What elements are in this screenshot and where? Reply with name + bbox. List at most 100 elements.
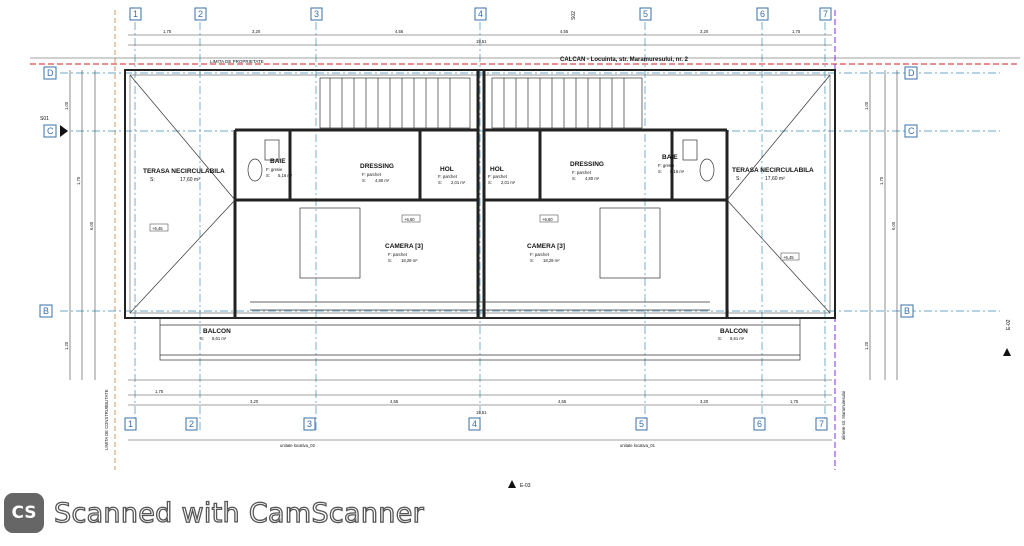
svg-text:1,75: 1,75 [790, 399, 799, 404]
grid-bubbles-top: 1 2 3 4 5 6 7 [129, 7, 832, 21]
side-dimension-texts: 1,00 1,75 6,00 1,20 1,00 1,75 6,00 1,20 [64, 101, 896, 350]
balcony [159, 317, 801, 361]
bathroom-fixtures [247, 139, 715, 182]
railing [250, 301, 710, 311]
svg-text:1,75: 1,75 [76, 176, 81, 185]
svg-text:6,00: 6,00 [89, 221, 94, 230]
room-balcon-right: BALCON S: 8,61 m² [718, 328, 748, 341]
elevation-marker-e03: E-03 [508, 480, 531, 489]
svg-text:F: parchet: F: parchet [530, 252, 550, 257]
svg-text:1,75: 1,75 [155, 389, 164, 394]
room-balcon-left: BALCON S: 8,61 m² [200, 328, 231, 341]
svg-text:1,20: 1,20 [64, 341, 69, 350]
svg-text:17,60 m²: 17,60 m² [765, 176, 785, 182]
svg-text:18,29 m²: 18,29 m² [401, 258, 418, 263]
svg-text:4: 4 [472, 419, 477, 429]
top-dimension-lines [30, 34, 1020, 59]
svg-text:3: 3 [307, 419, 312, 429]
camscanner-watermark: CS Scanned with CamScanner [4, 493, 424, 533]
svg-text:6,00: 6,00 [891, 221, 896, 230]
svg-text:D: D [908, 68, 915, 78]
svg-text:S:: S: [150, 177, 155, 183]
svg-text:2: 2 [198, 9, 203, 19]
room-terasa-right: TERASA NECIRCULABILA S: 17,60 m² [732, 167, 814, 182]
svg-text:S:: S: [658, 169, 662, 174]
svg-text:1,75: 1,75 [792, 29, 801, 34]
svg-text:F: parchet: F: parchet [362, 172, 382, 177]
svg-text:S:: S: [266, 173, 270, 178]
svg-text:S:: S: [488, 180, 492, 185]
svg-text:3,20: 3,20 [250, 399, 259, 404]
side-dimension-lines [69, 70, 898, 380]
svg-text:S:: S: [718, 336, 722, 341]
svg-text:CAMERA [3]: CAMERA [3] [385, 243, 423, 250]
svg-text:TERASA NECIRCULABILA: TERASA NECIRCULABILA [732, 167, 814, 174]
svg-text:F: parchet: F: parchet [488, 174, 508, 179]
svg-text:19,51: 19,51 [476, 39, 487, 44]
svg-text:7: 7 [819, 419, 824, 429]
room-baie-left: BAIE F: gresie S: 5,16 m² [266, 158, 293, 178]
svg-text:DRESSING: DRESSING [360, 163, 394, 170]
room-camera-right: CAMERA [3] F: parchet S: 18,29 m² [527, 243, 565, 263]
staircase-left [319, 77, 471, 129]
section-marker-s02: S02 [571, 11, 577, 20]
svg-text:+6,60: +6,60 [542, 217, 553, 222]
beds [299, 207, 661, 279]
svg-text:S:: S: [388, 258, 392, 263]
svg-text:1,00: 1,00 [864, 101, 869, 110]
svg-text:4,55: 4,55 [558, 399, 567, 404]
room-dressing-right: DRESSING F: parchet S: 4,80 m² [570, 161, 604, 181]
level-tags: +6,45 +6,60 +6,45 +6,60 [149, 214, 800, 261]
svg-text:BAIE: BAIE [662, 154, 678, 161]
svg-text:1,75: 1,75 [163, 29, 172, 34]
room-hol-right: HOL F: parchet S: 2,01 m² [488, 166, 516, 185]
svg-text:DRESSING: DRESSING [570, 161, 604, 168]
room-dressing-left: DRESSING F: parchet S: 4,80 m² [360, 163, 394, 183]
elevation-label-e03: E-03 [520, 483, 531, 489]
svg-text:3,20: 3,20 [252, 29, 261, 34]
bottom-dimension-lines [128, 379, 832, 441]
svg-text:2,01 m²: 2,01 m² [501, 180, 516, 185]
svg-text:S:: S: [362, 178, 366, 183]
svg-text:S:: S: [572, 176, 576, 181]
svg-text:6: 6 [760, 9, 765, 19]
room-baie-right: BAIE F: gresie S: 5,16 m² [658, 154, 685, 174]
svg-text:S:: S: [200, 336, 204, 341]
buildability-limit-label: LIMITA DE CONSTRUIBILITATE [104, 389, 109, 450]
svg-text:17,60 m²: 17,60 m² [180, 177, 200, 183]
vertical-axes [134, 22, 826, 430]
section-marker-s01: S01 [40, 116, 68, 137]
svg-text:5: 5 [643, 9, 648, 19]
svg-text:BAIE: BAIE [270, 158, 286, 165]
svg-text:D: D [47, 68, 54, 78]
svg-text:7: 7 [823, 9, 828, 19]
svg-text:4,55: 4,55 [390, 399, 399, 404]
elevation-marker-e02: E-02 [1003, 319, 1012, 356]
svg-text:5,16 m²: 5,16 m² [670, 169, 685, 174]
svg-text:4,80 m²: 4,80 m² [585, 176, 600, 181]
svg-text:3,20: 3,20 [700, 29, 709, 34]
svg-text:4,80 m²: 4,80 m² [375, 178, 390, 183]
svg-text:S:: S: [736, 176, 741, 182]
svg-text:HOL: HOL [440, 166, 454, 173]
property-limit-label: LIMITA DE PROPRIETATE [210, 59, 264, 64]
terrace-slopes [129, 74, 831, 314]
svg-text:5,16 m²: 5,16 m² [278, 173, 293, 178]
svg-text:3: 3 [314, 9, 319, 19]
svg-text:F: parchet: F: parchet [572, 170, 592, 175]
section-label-s01: S01 [40, 116, 49, 122]
grid-bubbles-bottom: 1 2 3 4 5 6 7 [124, 417, 828, 431]
svg-text:BALCON: BALCON [720, 328, 748, 335]
svg-text:5: 5 [639, 419, 644, 429]
room-terasa-left: TERASA NECIRCULABILA S: 17,60 m² [143, 168, 225, 183]
svg-text:B: B [43, 306, 49, 316]
svg-text:3,20: 3,20 [700, 399, 709, 404]
street-alignment-label: aliniere str. Maramuresului [841, 391, 846, 440]
svg-text:+6,45: +6,45 [783, 255, 794, 260]
svg-text:1: 1 [133, 9, 138, 19]
bottom-dimension-texts: 1,75 3,20 4,55 4,55 3,20 1,75 19,51 [155, 389, 799, 415]
elevation-label-e02: E-02 [1006, 319, 1012, 330]
svg-text:HOL: HOL [490, 166, 504, 173]
interior-walls [233, 70, 729, 318]
